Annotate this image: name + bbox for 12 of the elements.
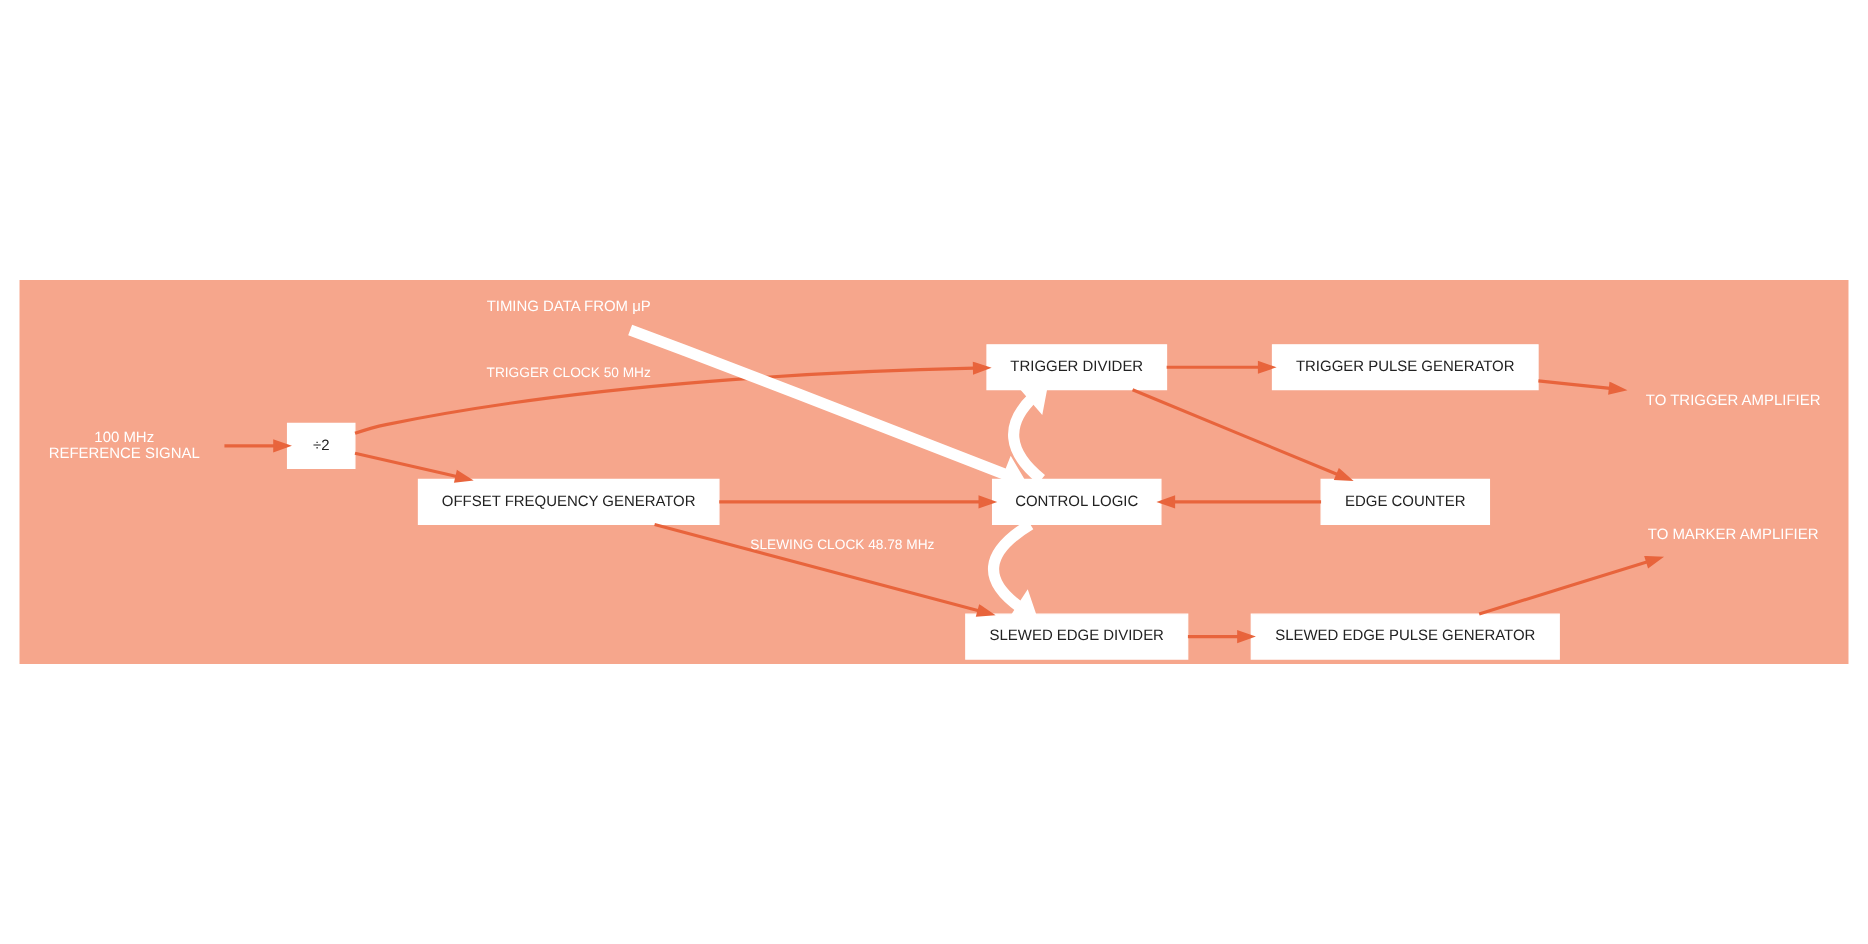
arrow [1008,384,1049,484]
arrow [719,495,998,509]
arrow [354,361,992,435]
arrow [1156,495,1322,509]
arrow [224,439,292,453]
arrow [654,522,996,617]
arrow [1478,555,1665,616]
arrow [1131,388,1354,482]
arrow [1166,360,1277,374]
arrow [1538,379,1628,395]
arrow [1187,630,1256,644]
arrow [354,451,474,483]
